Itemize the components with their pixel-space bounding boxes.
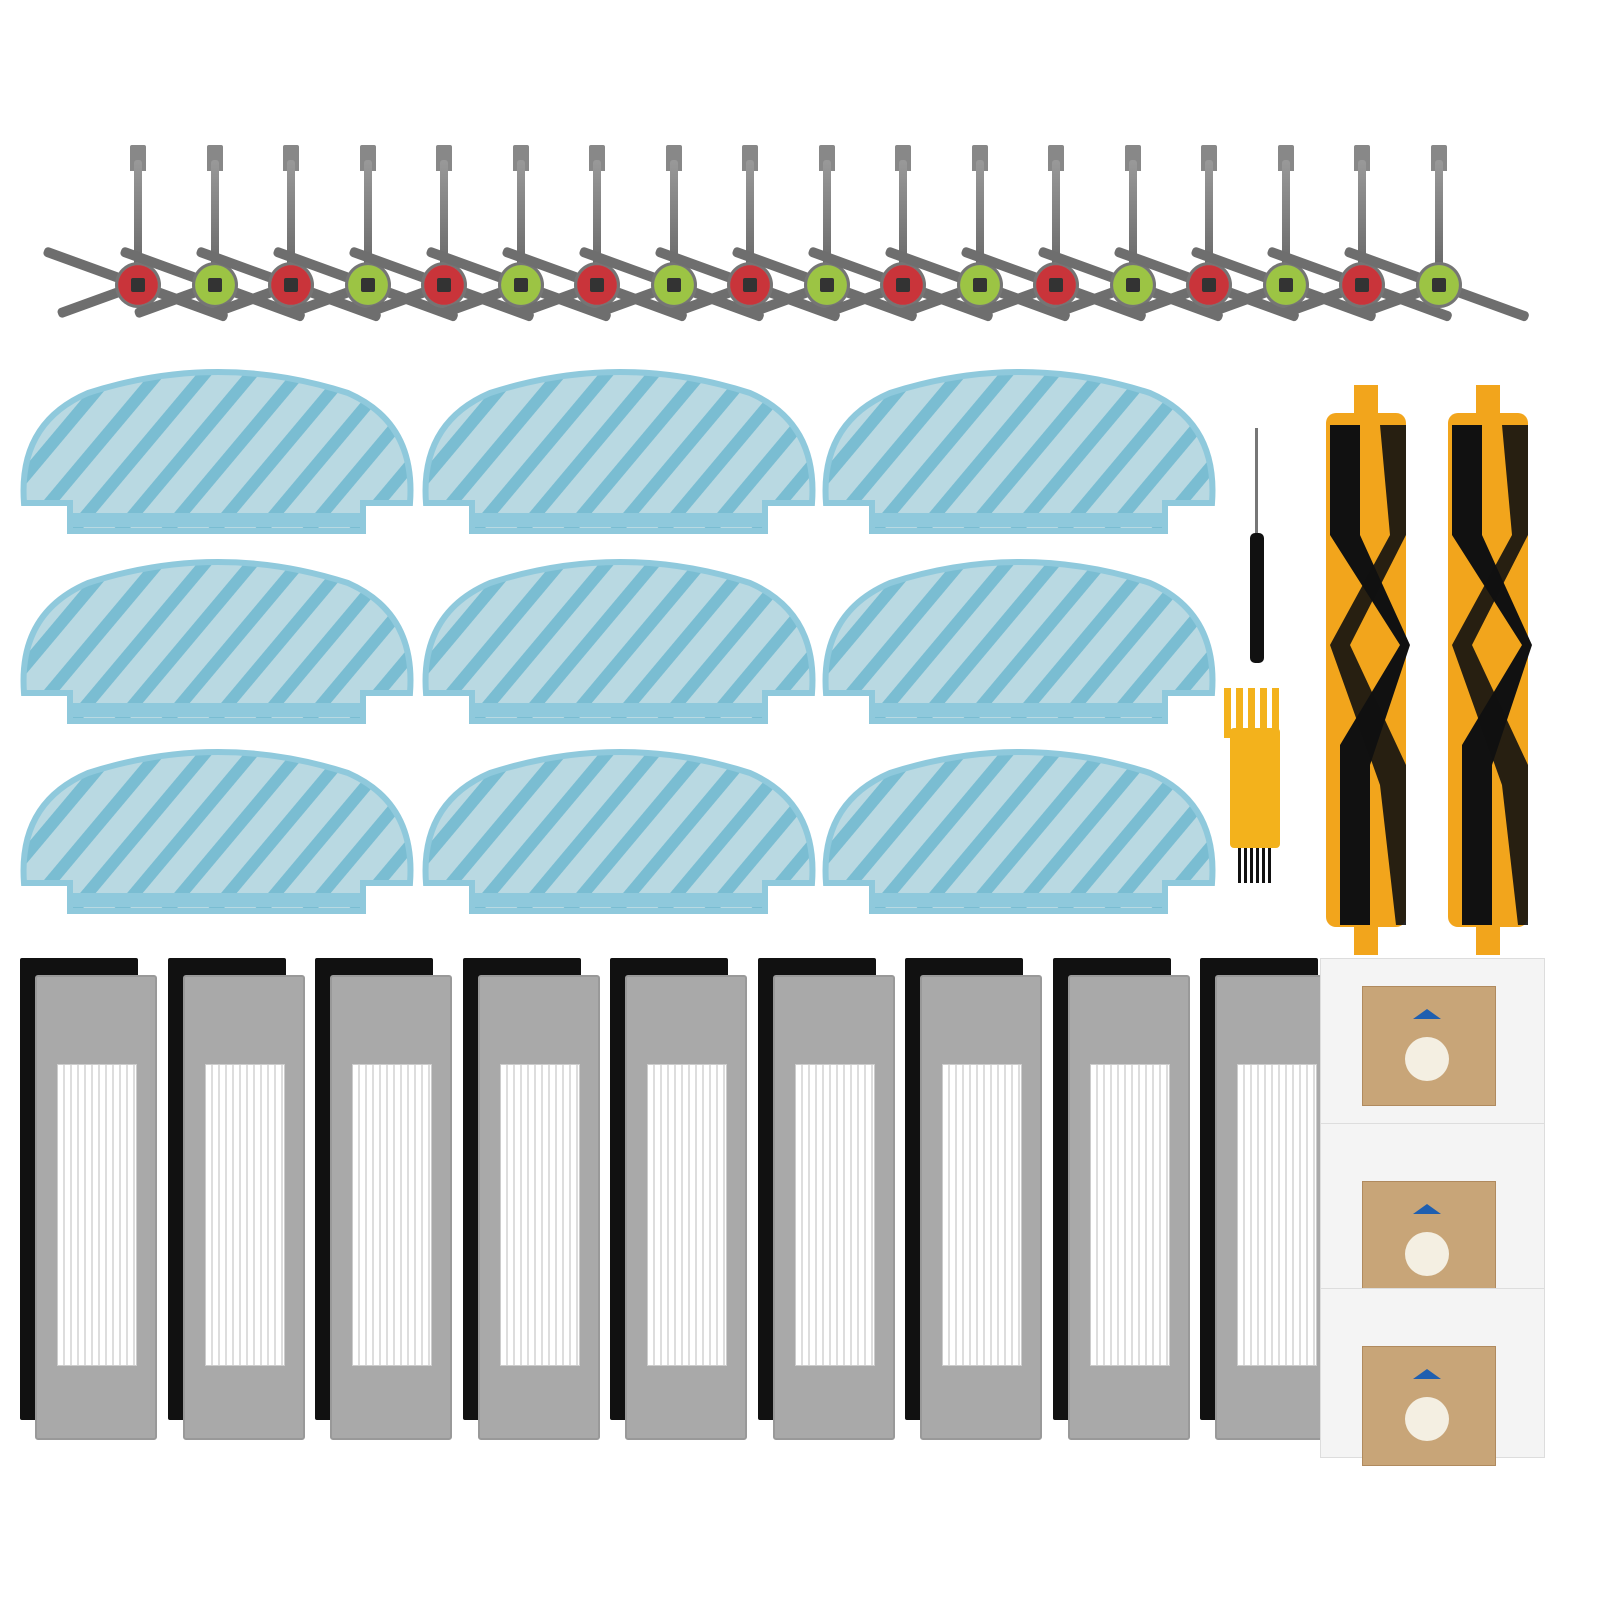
mop-pad [820, 363, 1218, 535]
dust-bag-card [1362, 1346, 1496, 1466]
side-brush-hub [268, 262, 314, 308]
side-brush-handle [1128, 160, 1137, 275]
side-brush-hub [574, 262, 620, 308]
dust-bag-card [1362, 986, 1496, 1106]
side-brush-hub [115, 262, 161, 308]
side-brush-handle [1434, 160, 1443, 275]
side-brush-hub [1109, 262, 1156, 308]
side-brush-hub [497, 262, 544, 308]
side-brush-handle [975, 160, 984, 275]
side-brush-hub [1186, 262, 1232, 308]
side-brush-handle [440, 160, 448, 275]
mop-pad [420, 743, 818, 915]
side-brush-handle [899, 160, 907, 275]
side-brush-hub [727, 262, 773, 308]
side-brush-handle [746, 160, 754, 275]
hepa-pleats [57, 1064, 137, 1366]
side-brush-hub [956, 262, 1003, 308]
side-brush-handle [593, 160, 601, 275]
mop-pad [420, 553, 818, 725]
cleaning-tool [1218, 688, 1290, 883]
mop-pad [18, 363, 416, 535]
bag-opening [1405, 1397, 1449, 1441]
side-brush-handle [134, 160, 142, 275]
mop-pad [820, 743, 1218, 915]
side-brush-handle [1281, 160, 1290, 275]
side-brush-hub [191, 262, 238, 308]
side-brush-hub [1033, 262, 1079, 308]
hepa-pleats [647, 1064, 727, 1366]
hepa-pleats [942, 1064, 1022, 1366]
hepa-pleats [794, 1064, 875, 1366]
bag-marker [1413, 1204, 1441, 1214]
side-brush-handle [363, 160, 372, 275]
hepa-pleats [499, 1064, 580, 1366]
side-brush-handle [1052, 160, 1060, 275]
hepa-pleats [204, 1064, 285, 1366]
side-brush-hub [344, 262, 391, 308]
screwdriver [1250, 428, 1264, 663]
bag-opening [1405, 1037, 1449, 1081]
side-brush-hub [1415, 262, 1462, 308]
bag-marker [1413, 1009, 1441, 1019]
roller-brush [1310, 385, 1422, 955]
hepa-pleats [352, 1064, 432, 1366]
side-brush-handle [1358, 160, 1366, 275]
side-brush-hub [421, 262, 467, 308]
side-brush-hub [803, 262, 850, 308]
side-brush-handle [210, 160, 219, 275]
hepa-pleats [1089, 1064, 1170, 1366]
mop-pad [420, 363, 818, 535]
side-brush-hub [1339, 262, 1385, 308]
bag-opening [1405, 1232, 1449, 1276]
mop-pad [18, 553, 416, 725]
side-brush-handle [1205, 160, 1213, 275]
side-brush-hub [1262, 262, 1309, 308]
mop-pad [820, 553, 1218, 725]
side-brush-handle [287, 160, 295, 275]
side-brush-hub [650, 262, 697, 308]
side-brush-hub [880, 262, 926, 308]
dust-bag-card [1362, 1181, 1496, 1301]
side-brush-handle [669, 160, 678, 275]
hepa-pleats [1237, 1064, 1317, 1366]
bag-marker [1413, 1369, 1441, 1379]
side-brush-handle [822, 160, 831, 275]
roller-brush [1432, 385, 1544, 955]
mop-pad [18, 743, 416, 915]
side-brush-handle [516, 160, 525, 275]
